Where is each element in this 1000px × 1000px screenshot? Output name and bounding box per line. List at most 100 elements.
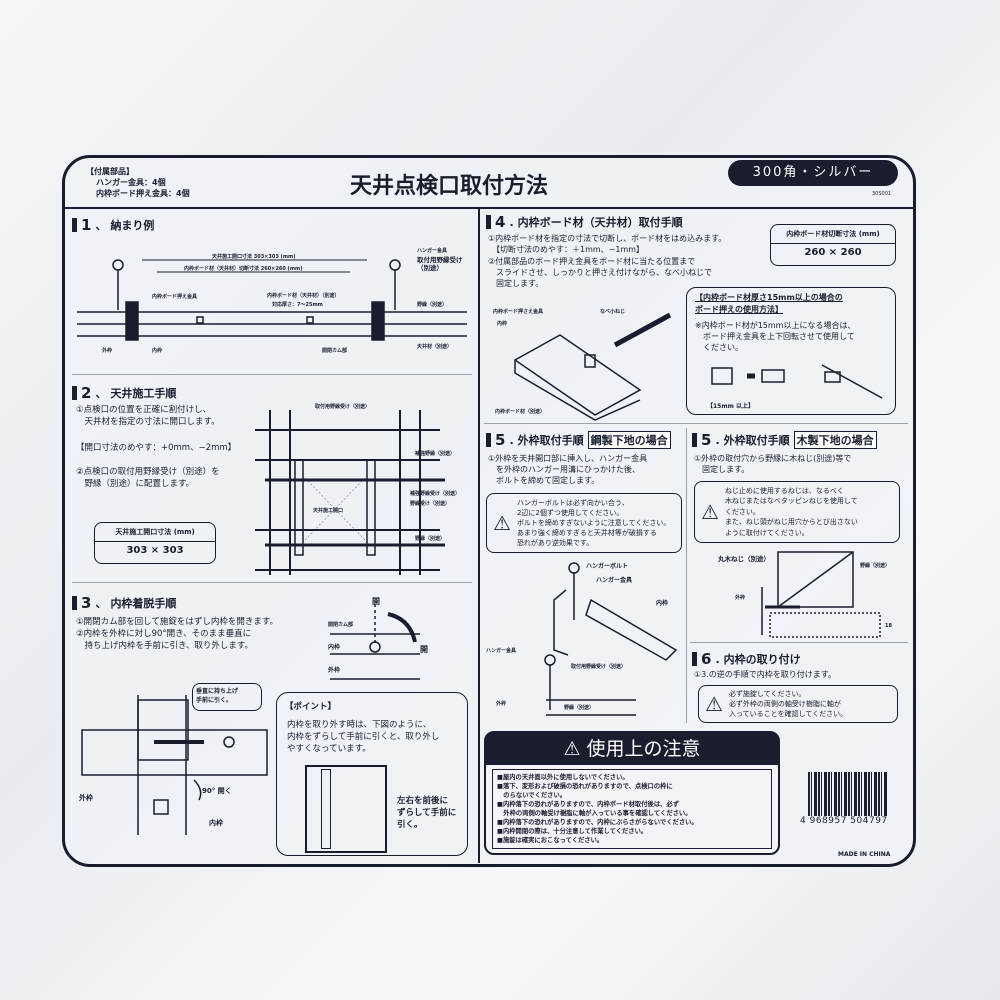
label-hanger-2: ハンガー金具	[486, 647, 516, 654]
label-thickness: 対応厚さ：7～25mm	[271, 301, 323, 308]
caution-title: ⚠ 使用上の注意	[486, 733, 778, 765]
label-outer: 外枠	[102, 347, 112, 354]
section-3-heading: 3、内枠着脱手順	[72, 594, 176, 612]
label-bolt: ハンガーボルト	[586, 562, 628, 570]
label-inner: 内枠	[152, 347, 162, 354]
cut-size-box: 内枠ボード材切断寸法 (mm) 260 × 260	[770, 224, 896, 266]
label-outer: 外枠	[79, 793, 93, 802]
wood-screw-diagram: 丸木ねじ（別途） 野縁（別途） 外枠 18	[717, 551, 892, 638]
thick-board-box: 【内枠ボード材厚さ15mm以上の場合の ボード押えの使用方法】 ※内枠ボード材が…	[686, 287, 896, 415]
section-6-warning-text: 必ず施錠してください。 必ず外枠の両側の軸受け樹脂に軸が 入っていることを確認し…	[728, 690, 848, 718]
header-divider	[65, 207, 913, 209]
label-holder: 内枠ボード押さえ金具	[493, 308, 543, 315]
column-divider	[478, 208, 480, 863]
divider	[690, 642, 908, 643]
wood-tag: 木製下地の場合	[793, 431, 877, 449]
label-reinforce-recv: 補強野縁受け（別途）	[409, 490, 460, 497]
section-5-steel-heading: 5. 外枠取付手順鋼製下地の場合	[486, 431, 671, 449]
section-6-heading: 6. 内枠の取り付け	[692, 650, 801, 668]
label-bracket: 取付用野縁受け（別途）	[417, 256, 463, 272]
label-hanger: ハンガー金具	[596, 576, 632, 584]
section-2-heading: 2、天井施工手順	[72, 384, 176, 402]
divider	[686, 428, 687, 723]
section-2-diagram: 取付用野縁受け（別途） 補強野縁（別途） 補強野縁受け（別途） 野縁受け（別途）…	[255, 403, 460, 575]
open-close-diagram: 開 開 開閉カム部 内枠 外枠	[327, 597, 428, 680]
label-joist-recv: 野縁受け（別途）	[410, 500, 450, 507]
label-joist: 野縁（別途）	[415, 535, 445, 542]
divider	[72, 582, 472, 583]
section-5-wood-step: ①外枠の取付穴から野縁に木ねじ(別途)等で 固定します。	[694, 454, 852, 474]
label-bracket: 取付用野縁受け（別途）	[571, 663, 626, 670]
label-cut: 内枠ボード材（天井材）切断寸法 260×260 (mm)	[184, 265, 303, 272]
label-outer: 外枠	[327, 666, 340, 674]
label-joist: 野縁（別途）	[417, 301, 447, 308]
section-2-step-2: ②点検口の取付用野縁受け（別途）を 野縁（別途）に配置します。	[76, 467, 220, 489]
caution-list: ■屋内の天井面以外に使用しないでください。 ■落下、変形および破損の恐れがありま…	[492, 769, 772, 849]
section-4-step-1: ①内枠ボード材を指定の寸法で切断し、ボード材をはめ込みます。 【切断寸法のめやす…	[488, 234, 727, 254]
warning-icon: ⚠	[705, 692, 723, 716]
section-6-step: ①3.の逆の手順で内枠を取り付けます。	[694, 670, 837, 679]
warning-icon: ⚠	[493, 511, 511, 535]
rotate-holder-illustration	[711, 364, 883, 399]
label-inner: 内枠	[497, 320, 507, 327]
board-install-diagram: 内枠ボード押さえ金具 内枠 なべ小ねじ 内枠ボード材（別途）	[493, 308, 672, 421]
warning-icon: ⚠	[701, 500, 719, 524]
caution-item: ■施錠は確実におこなってください。	[497, 837, 604, 844]
section-2-tolerance: 【開口寸法のめやす：+0mm、−2mm】	[76, 443, 237, 453]
label-board: 内枠ボード材（別途）	[495, 408, 545, 415]
hanger-diagram: ハンガーボルト ハンガー金具 内枠 ハンガー金具 取付用野縁受け（別途） 野縁（…	[486, 562, 678, 716]
barcode-digits: 4 968957 504797	[800, 816, 888, 826]
label-bracket: 取付用野縁受け（別途）	[315, 403, 370, 410]
section-5-steel-step: ①外枠を天井開口部に挿入し、ハンガー金具 を外枠のハンガー用溝にひっかけた後、 …	[488, 454, 648, 485]
caution-item: ■落下、変形および破損の恐れがありますので、点検口の枠に のらないでください。	[497, 783, 673, 799]
section-6-warning-box: ⚠ 必ず施錠してください。 必ず外枠の両側の軸受け樹脂に軸が 入っていることを確…	[698, 685, 898, 723]
steel-tag: 鋼製下地の場合	[587, 431, 671, 449]
section-1-heading: 1、納まり例	[72, 216, 154, 234]
caution-item: ■屋内の天井面以外に使用しないでください。	[497, 774, 629, 781]
opening-size-box: 天井施工開口寸法 (mm) 303 × 303	[94, 522, 216, 564]
point-box: 【ポイント】 内枠を取り外す時は、下図のように、 内枠をずらして手前に引くと、取…	[276, 692, 468, 856]
label-opening: 天井施工開口	[313, 507, 343, 514]
product-code: 30S001	[872, 191, 892, 197]
label-joist: 野縁（別途）	[564, 704, 594, 711]
caution-item: ■内枠落下の恐れがありますので、内枠ボード材取付後は、必ず 外枠の両側の軸受け樹…	[497, 801, 692, 817]
label-hanger: ハンガー金具	[417, 247, 447, 254]
divider	[72, 374, 472, 375]
label-cam: 開閉カム部	[322, 347, 347, 354]
label-screw: 丸木ねじ（別途）	[717, 554, 770, 563]
section-4-heading: 4. 内枠ボード材（天井材）取付手順	[486, 213, 683, 231]
label-angle: 90° 開く	[202, 786, 232, 795]
steel-warning-box: ⚠ ハンガーボルトは必ず向かい合う、 2辺に2個ずつ使用してください。 ボルトを…	[486, 493, 682, 553]
label-outer: 外枠	[496, 700, 506, 707]
label-joist: 野縁（別途）	[860, 562, 890, 569]
removal-diagram: 外枠 90° 開く 内枠	[79, 695, 268, 835]
caution-item: ■内枠落下の恐れがありますので、内枠にぶらさがらないでください。	[497, 819, 698, 826]
accessory-item: 内枠ボード押え金具：4個	[96, 189, 190, 198]
section-1-diagram: 天井施工開口寸法 303×303 (mm) 内枠ボード材（天井材）切断寸法 26…	[77, 247, 467, 354]
barcode	[808, 772, 888, 816]
caution-box: ⚠ 使用上の注意 ■屋内の天井面以外に使用しないでください。 ■落下、変形および…	[484, 731, 780, 855]
wood-warning-text: ねじ止めに使用するねじは、なるべく 木ねじまたはなべタッピンねじを使用して くだ…	[724, 486, 858, 537]
steel-warning-text: ハンガーボルトは必ず向かい合う、 2辺に2個ずつ使用してください。 ボルトを締め…	[516, 499, 671, 547]
label-board: 内枠ボード材（天井材）（別途）	[267, 292, 340, 299]
page-title: 天井点検口取付方法	[350, 174, 549, 199]
variant-badge: 300角・シルバー	[728, 160, 898, 186]
label-screw: なべ小ねじ	[600, 308, 625, 315]
frame-illustration	[305, 765, 387, 853]
label-cam: 開閉カム部	[328, 621, 353, 628]
label-open-top: 開	[372, 597, 380, 606]
label-reinforce: 補強野縁（別途）	[414, 450, 455, 457]
label-board-holder: 内枠ボード押え金具	[152, 293, 197, 300]
accessory-item: ハンガー金具：4個	[96, 178, 166, 187]
label-opening: 天井施工開口寸法 303×303 (mm)	[212, 253, 296, 260]
section-3-steps: ①開閉カム部を回して施錠をはずし内枠を開きます。 ②内枠を外枠に対し90°開き、…	[76, 617, 279, 651]
label-outer: 外枠	[735, 594, 745, 601]
section-4-step-2: ②付属部品のボード押え金具をボード材に当たる位置まで スライドさせ、しっかりと押…	[488, 257, 712, 288]
section-5-wood-heading: 5. 外枠取付手順木製下地の場合	[692, 431, 877, 449]
label-inner: 内枠	[656, 599, 668, 607]
accessories-list: 【付属部品】 ハンガー金具：4個 内枠ボード押え金具：4個	[86, 166, 190, 199]
divider	[484, 423, 908, 424]
label-ceiling: 天井材（別途）	[417, 343, 452, 350]
label-dim: 18	[885, 623, 892, 629]
caution-item: ■内枠開閉の際は、十分注意して作業してください。	[497, 828, 648, 835]
